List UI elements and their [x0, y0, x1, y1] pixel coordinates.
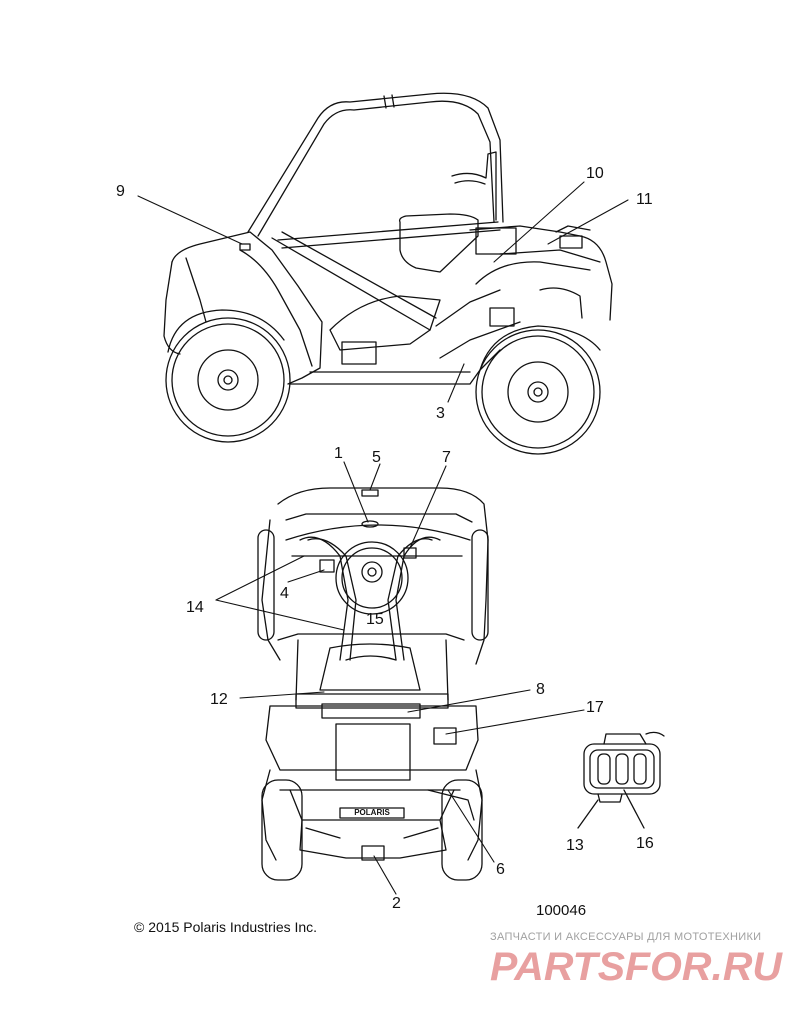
callout-14: 14: [186, 599, 204, 616]
diagram-number: 100046: [536, 902, 587, 919]
callout-10: 10: [586, 165, 604, 182]
callout-17: 17: [586, 699, 604, 716]
callout-16: 16: [636, 835, 654, 852]
callout-2: 2: [392, 895, 401, 912]
callout-8: 8: [536, 681, 545, 698]
callout-6: 6: [496, 861, 505, 878]
callout-1: 1: [334, 445, 343, 462]
callout-3: 3: [436, 405, 445, 422]
callout-12: 12: [210, 691, 228, 708]
polaris-decal-text: POLARIS: [354, 808, 390, 817]
callout-7: 7: [442, 449, 451, 466]
side-view-vehicle: [163, 92, 613, 455]
top-view-vehicle: [257, 487, 489, 881]
copyright-text: © 2015 Polaris Industries Inc.: [134, 919, 318, 935]
callout-15: 15: [366, 611, 384, 628]
watermark-logo: PARTSFOR.RU: [490, 945, 783, 986]
side-container-part: [577, 731, 665, 829]
callout-4: 4: [280, 585, 289, 602]
callout-5: 5: [372, 449, 381, 466]
watermark-logo-text: PARTSFOR.RU: [490, 945, 783, 986]
watermark-tagline: ЗАПЧАСТИ И АКСЕССУАРЫ ДЛЯ МОТОТЕХНИКИ: [490, 931, 762, 943]
callout-13: 13: [566, 837, 584, 854]
callout-11: 11: [636, 191, 653, 208]
callout-9: 9: [116, 183, 125, 200]
